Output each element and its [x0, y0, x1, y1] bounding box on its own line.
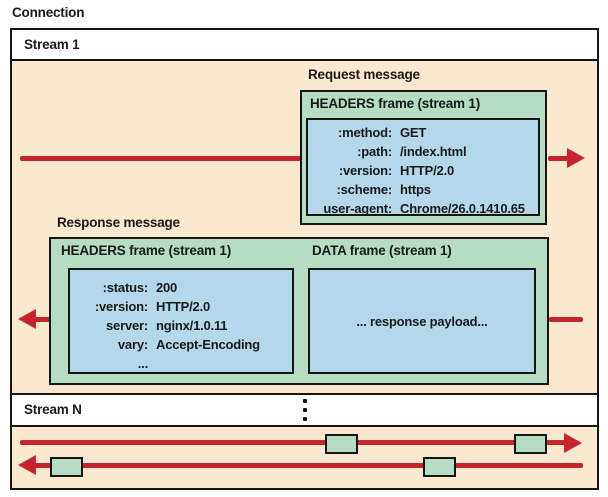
- response-payload-text: ... response payload...: [356, 313, 488, 329]
- connection-label: Connection: [12, 5, 85, 20]
- frame-chip: [423, 457, 456, 477]
- header-row: user-agent: Chrome/26.0.1410.65: [308, 199, 538, 218]
- response-data-frame-title: DATA frame (stream 1): [312, 243, 452, 258]
- header-value: 200: [156, 280, 178, 295]
- header-key: vary:: [117, 337, 148, 352]
- streamN-lane: [10, 425, 599, 490]
- header-value: GET: [400, 125, 427, 140]
- frame-chip: [325, 434, 358, 454]
- streamN-label: Stream N: [24, 402, 82, 417]
- header-key: :scheme:: [336, 182, 393, 197]
- stream1-label: Stream 1: [24, 36, 80, 52]
- response-headers-frame-title: HEADERS frame (stream 1): [61, 243, 232, 258]
- header-key: server:: [106, 318, 148, 333]
- request-arrowhead-icon: [567, 148, 585, 168]
- header-value: /index.html: [400, 144, 467, 159]
- header-row: ...: [70, 354, 292, 373]
- response-arrow-line-right: [549, 317, 583, 322]
- response-arrow-line-left: [33, 317, 50, 322]
- streamN-request-arrowhead-icon: [564, 433, 582, 453]
- response-message-label: Response message: [57, 215, 180, 230]
- frame-chip: [514, 434, 547, 454]
- request-headers-frame: HEADERS frame (stream 1) :method: GET :p…: [300, 90, 547, 225]
- header-value: Accept-Encoding: [156, 337, 260, 352]
- header-key: :path:: [357, 144, 392, 159]
- header-key: :version:: [94, 299, 148, 314]
- header-value: Chrome/26.0.1410.65: [400, 201, 525, 216]
- header-key: user-agent:: [323, 201, 392, 216]
- response-headers-box: :status: 200 :version: HTTP/2.0 server: …: [68, 268, 294, 374]
- request-arrow-line: [20, 156, 302, 161]
- response-arrowhead-icon: [18, 309, 36, 329]
- header-row: :scheme: https: [308, 180, 538, 199]
- streamN-response-arrow-line: [33, 463, 583, 468]
- header-row: :method: GET: [308, 123, 538, 142]
- frame-chip: [50, 457, 83, 477]
- header-row: :path: /index.html: [308, 142, 538, 161]
- header-value: HTTP/2.0: [156, 299, 211, 314]
- response-data-box: ... response payload...: [308, 268, 536, 374]
- header-value: HTTP/2.0: [400, 163, 455, 178]
- vertical-ellipsis-icon: [303, 399, 307, 421]
- header-row: server: nginx/1.0.11: [70, 316, 292, 335]
- streamN-response-arrowhead-icon: [18, 455, 36, 475]
- header-key: ...: [137, 356, 148, 371]
- header-key: :method:: [338, 125, 392, 140]
- request-headers-box: :method: GET :path: /index.html :version…: [306, 118, 540, 216]
- header-value: https: [400, 182, 431, 197]
- request-frame-title: HEADERS frame (stream 1): [310, 96, 481, 111]
- header-row: :version: HTTP/2.0: [308, 161, 538, 180]
- request-arrow-line-right: [548, 156, 570, 161]
- header-row: :version: HTTP/2.0: [70, 297, 292, 316]
- request-message-label: Request message: [308, 67, 420, 82]
- streamN-request-arrow-line: [20, 440, 566, 445]
- response-frame: HEADERS frame (stream 1) DATA frame (str…: [49, 237, 549, 385]
- header-value: nginx/1.0.11: [156, 318, 228, 333]
- header-row: vary: Accept-Encoding: [70, 335, 292, 354]
- header-key: :version:: [338, 163, 392, 178]
- stream1-bar: Stream 1: [10, 28, 599, 61]
- header-key: :status:: [102, 280, 149, 295]
- header-row: :status: 200: [70, 278, 292, 297]
